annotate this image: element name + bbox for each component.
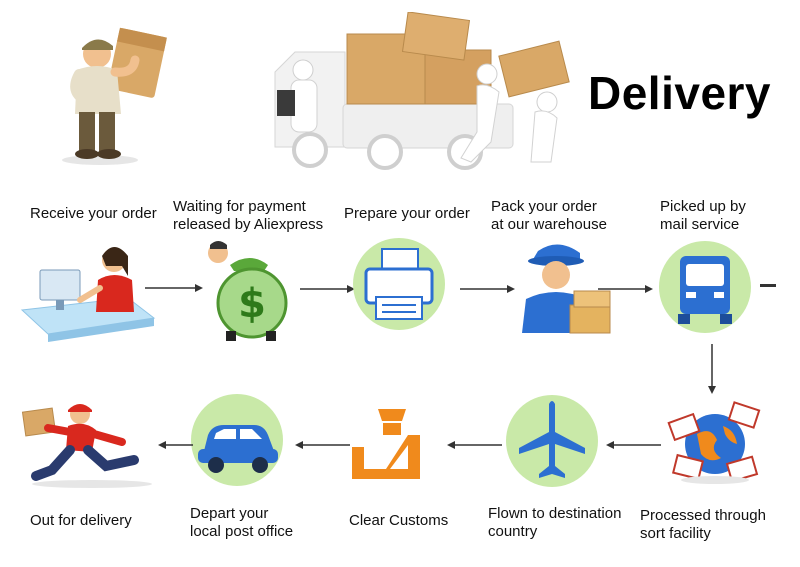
arrow-7-8 — [447, 437, 502, 449]
step-6-label: Processed through sort facility — [640, 507, 766, 542]
step-8-label: Clear Customs — [349, 512, 449, 529]
arrow-1-2 — [145, 280, 203, 292]
arrow-5-6 — [707, 344, 717, 394]
arrow-6-7 — [606, 437, 661, 449]
arrow-8-9 — [295, 437, 350, 449]
step-7-label: Flown to destination country — [488, 505, 622, 540]
hero-truck-illustration — [255, 11, 575, 172]
svg-text:$: $ — [238, 281, 266, 327]
step-3-label: Prepare your order — [344, 205, 470, 222]
step-10-label: Out for delivery — [30, 512, 132, 529]
step-5-label: Picked up by mail service — [660, 198, 746, 233]
car-icon — [190, 393, 285, 488]
step-9-label: Depart your local post office — [190, 505, 294, 540]
hero-delivery-man-illustration — [55, 22, 170, 167]
step-1-label: Receive your order — [30, 205, 157, 222]
dash-after-step-5 — [760, 284, 776, 287]
arrow-2-3 — [300, 281, 355, 293]
customs-officer-icon — [350, 405, 435, 485]
woman-at-computer-icon — [18, 240, 158, 345]
globe-envelopes-icon — [665, 400, 765, 485]
arrow-3-4 — [460, 281, 515, 293]
printer-icon — [352, 237, 447, 332]
warehouse-worker-icon — [512, 237, 622, 347]
running-courier-icon — [18, 400, 158, 490]
airplane-icon — [505, 394, 600, 489]
step-2-label: Waiting for payment released by Aliexpre… — [173, 198, 324, 233]
arrow-4-5 — [598, 281, 653, 293]
step-4-label: Pack your order at our warehouse — [491, 198, 607, 233]
delivery-truck-icon — [658, 240, 753, 335]
money-bag-icon: $ — [200, 235, 300, 345]
delivery-title: Delivery — [588, 67, 772, 119]
arrow-9-10 — [158, 437, 193, 449]
